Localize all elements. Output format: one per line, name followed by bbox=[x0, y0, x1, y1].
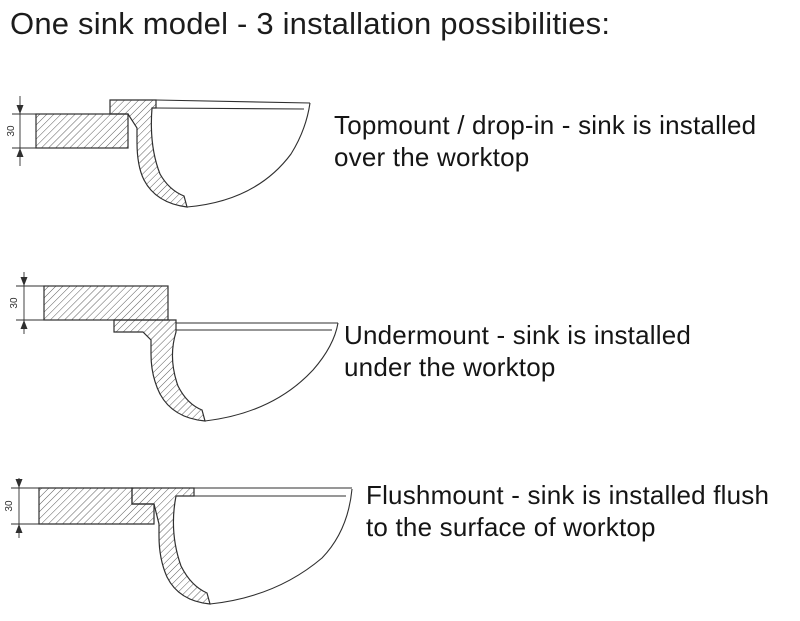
dimension-label: 30 bbox=[4, 500, 15, 512]
sink-rim-lines bbox=[176, 322, 338, 331]
dimension-30: 30 bbox=[4, 478, 39, 538]
sink-rim-lines bbox=[155, 99, 311, 110]
sink-wall-section bbox=[113, 319, 206, 422]
undermount-figure: 30 bbox=[8, 270, 348, 430]
sink-rim-lines bbox=[194, 487, 352, 497]
dimension-arrow-top bbox=[15, 479, 23, 488]
dimension-arrow-top bbox=[16, 105, 24, 114]
dimension-arrow-top bbox=[20, 277, 28, 286]
bowl-outline bbox=[209, 488, 353, 605]
sink-wall-section bbox=[109, 99, 188, 208]
undermount-drawing: 30 bbox=[9, 272, 339, 422]
dimension-30: 30 bbox=[6, 96, 36, 166]
dimension-label: 30 bbox=[6, 125, 17, 137]
worktop-section bbox=[35, 113, 129, 149]
bowl-outline bbox=[204, 322, 339, 422]
flushmount-caption: Flushmount - sink is installed flush to … bbox=[366, 480, 770, 542]
flushmount-figure: 30 bbox=[4, 476, 359, 616]
dimension-arrow-bottom bbox=[20, 320, 28, 329]
undermount-caption: Undermount - sink is installed under the… bbox=[344, 320, 692, 382]
dimension-label: 30 bbox=[9, 297, 20, 309]
topmount-drawing: 30 bbox=[6, 96, 311, 208]
dimension-30: 30 bbox=[9, 272, 44, 334]
flushmount-drawing: 30 bbox=[4, 478, 353, 605]
bowl-outline bbox=[186, 102, 311, 208]
page-title: One sink model - 3 installation possibil… bbox=[10, 6, 611, 41]
sink-wall-section bbox=[131, 487, 211, 605]
topmount-figure: 30 bbox=[6, 84, 326, 219]
worktop-section bbox=[43, 285, 169, 321]
dimension-arrow-bottom bbox=[16, 148, 24, 157]
topmount-caption: Topmount / drop-in - sink is installed o… bbox=[334, 110, 757, 172]
dimension-arrow-bottom bbox=[15, 524, 23, 533]
